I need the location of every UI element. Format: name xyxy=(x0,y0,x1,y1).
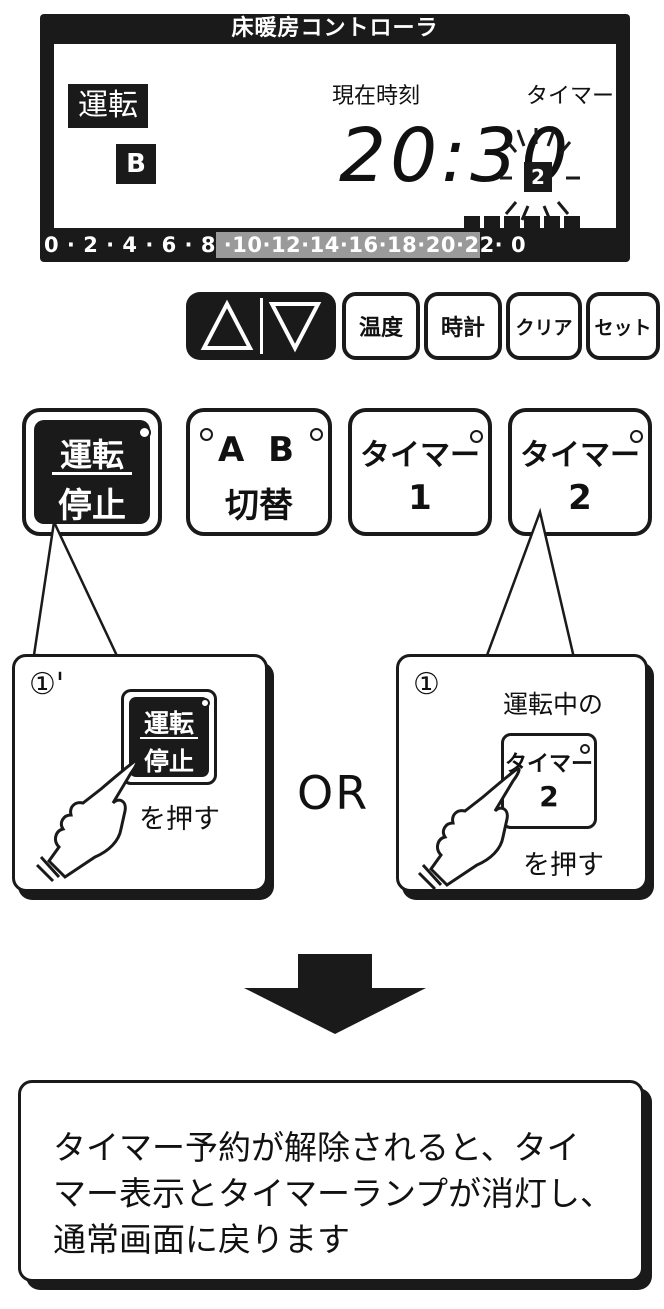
timer2-label-top: タイマー xyxy=(520,438,640,473)
result-message-box: タイマー予約が解除されると、タイ マー表示とタイマーランプが消灯し、 通常画面に… xyxy=(18,1080,644,1282)
triangle-down-icon xyxy=(268,302,322,353)
ab-label-top: A B xyxy=(217,430,301,470)
triangle-up-icon xyxy=(200,299,254,350)
clock-button[interactable]: 時計 xyxy=(424,292,502,360)
callout-pointer-left xyxy=(32,517,121,660)
set-button-label: セット xyxy=(594,317,652,339)
timer-range-highlight xyxy=(216,232,480,258)
run-stop-button[interactable]: 運転 停止 xyxy=(22,408,162,536)
timer-lamp-segment xyxy=(544,216,560,230)
ab-indicator-led xyxy=(200,428,213,441)
lcd-screen: 運転 B 現在時刻 タイマー 20:30 2 xyxy=(54,44,616,230)
mini-led xyxy=(580,744,590,754)
pointing-hand-icon xyxy=(417,767,521,891)
timer-lamp-segment xyxy=(504,216,520,230)
timer-lamp-segment xyxy=(564,216,580,230)
temperature-button-label: 温度 xyxy=(358,316,403,341)
mini-divider xyxy=(140,737,198,739)
mini-run-label: 運転 xyxy=(143,709,194,738)
lcd-title: 床暖房コントローラ xyxy=(231,16,439,41)
callout-pointer-right xyxy=(484,507,576,660)
clock-button-label: 時計 xyxy=(440,316,485,341)
or-separator: OR xyxy=(297,766,370,820)
timer1-label-top: タイマー xyxy=(360,438,480,473)
pointing-hand-icon xyxy=(35,759,139,883)
timer-lamp-segment xyxy=(524,216,540,230)
group-badge: B xyxy=(116,144,156,184)
timer2-label-bottom: 2 xyxy=(568,478,592,518)
blink-rays-icon xyxy=(500,128,580,221)
timer1-label-bottom: 1 xyxy=(408,478,432,518)
set-button[interactable]: セット xyxy=(586,292,660,360)
press-instruction: を押す xyxy=(139,804,220,835)
result-line-1: タイマー予約が解除されると、タイ xyxy=(53,1128,580,1167)
time-scale: 0 · 2 · 4 · 6 · 8 ·10·12·14·16·18·20·22·… xyxy=(44,233,527,257)
ab-switch-button[interactable]: A B 切替 xyxy=(186,408,332,536)
mini-stop-label: 停止 xyxy=(143,747,194,776)
lcd-display: 床暖房コントローラ 運転 B 現在時刻 タイマー 20:30 2 xyxy=(40,14,630,262)
run-stop-label-bottom: 停止 xyxy=(58,486,126,526)
step-callout-left: ①' 運転 停止 を押す xyxy=(12,654,268,892)
arrow-icons xyxy=(200,299,322,353)
step-number: ①' xyxy=(29,667,65,702)
step-callout-right: ① 運転中の タイマー 2 を押す xyxy=(396,654,648,892)
timer2-button[interactable]: タイマー 2 xyxy=(508,408,652,536)
run-indicator-led xyxy=(138,426,151,439)
timer-lamp-segment xyxy=(484,216,500,230)
arrow-divider xyxy=(260,298,263,354)
ab-indicator-led xyxy=(310,428,323,441)
mini-timer-number: 2 xyxy=(539,780,559,813)
result-line-2: マー表示とタイマーランプが消灯し、 xyxy=(53,1174,614,1213)
clear-button-label: クリア xyxy=(515,317,573,339)
result-message: タイマー予約が解除されると、タイ マー表示とタイマーランプが消灯し、 通常画面に… xyxy=(53,1125,633,1263)
timer-number-badge: 2 xyxy=(524,162,552,192)
press-instruction: を押す xyxy=(523,850,604,881)
run-stop-divider xyxy=(52,472,132,475)
temperature-button[interactable]: 温度 xyxy=(342,292,420,360)
ab-label-bottom: 切替 xyxy=(225,486,293,526)
run-stop-mini-button: 運転 停止 xyxy=(121,689,217,785)
timer-lamp-segment xyxy=(464,216,480,230)
mini-led xyxy=(200,698,210,708)
step-number: ① xyxy=(413,667,440,702)
step-caption: 運転中の xyxy=(503,690,604,719)
down-arrow-icon xyxy=(244,954,426,1034)
clock-label: 現在時刻 xyxy=(332,84,421,109)
timer1-indicator-led xyxy=(470,430,483,443)
result-line-3: 通常画面に戻ります xyxy=(53,1220,350,1259)
run-stop-label-top: 運転 xyxy=(59,436,124,474)
mode-badge: 運転 xyxy=(68,84,148,128)
clear-button[interactable]: クリア xyxy=(506,292,582,360)
timer2-indicator-led xyxy=(630,430,643,443)
timer1-button[interactable]: タイマー 1 xyxy=(348,408,492,536)
timer-label: タイマー xyxy=(526,84,615,109)
